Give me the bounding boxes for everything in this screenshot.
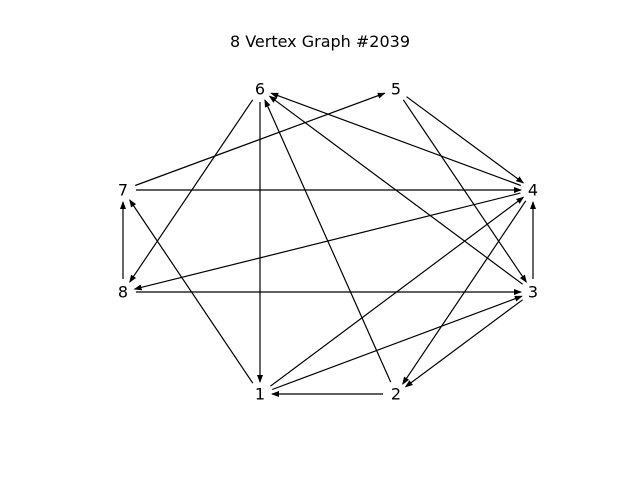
edge-7-to-5 bbox=[134, 92, 386, 187]
node-5: 5 bbox=[391, 80, 401, 99]
edges-layer bbox=[120, 92, 536, 397]
edge-6-to-8 bbox=[129, 99, 254, 283]
node-6: 6 bbox=[255, 80, 265, 99]
node-3: 3 bbox=[528, 283, 538, 302]
edge-4-to-8 bbox=[133, 192, 521, 291]
edge-5-to-4 bbox=[406, 96, 525, 184]
edge-1-to-3 bbox=[271, 295, 523, 391]
edge-5-to-3 bbox=[402, 99, 527, 283]
graph-title: 8 Vertex Graph #2039 bbox=[229, 32, 411, 51]
nodes-layer: 1 2 3 4 5 6 7 8 bbox=[118, 80, 538, 404]
edge-4-to-6 bbox=[270, 92, 522, 187]
node-2: 2 bbox=[391, 385, 401, 404]
node-7: 7 bbox=[118, 181, 128, 200]
node-1: 1 bbox=[255, 385, 265, 404]
edge-3-to-2 bbox=[404, 299, 523, 388]
node-8: 8 bbox=[118, 283, 128, 302]
node-4: 4 bbox=[528, 181, 538, 200]
